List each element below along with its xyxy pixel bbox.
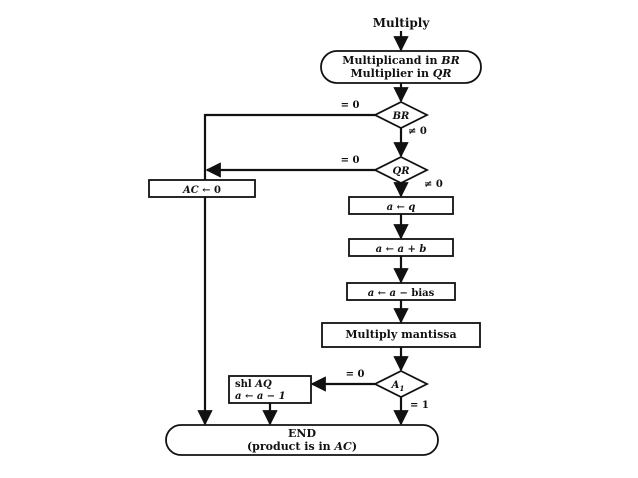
qr-nonzero-label: ≠ 0 xyxy=(424,179,443,190)
br-zero-label: = 0 xyxy=(341,100,360,111)
arrow-br-zero xyxy=(197,113,375,426)
box-ac-clear-text: AC ← 0 xyxy=(182,185,221,196)
box-ac-clear xyxy=(148,179,256,198)
br-decision-label: BR xyxy=(392,111,410,122)
qr-decision-label: QR xyxy=(392,166,409,177)
start-line-2: Multiplier in QR xyxy=(350,67,451,80)
end-line-2: (product is in AC) xyxy=(247,440,357,453)
end-terminal xyxy=(165,424,439,456)
end-line-1: END xyxy=(288,427,316,440)
a1-one-label: = 1 xyxy=(410,400,429,411)
a1-zero-label: = 0 xyxy=(346,369,365,380)
box-a-bias-text: a ← a − bias xyxy=(368,288,435,299)
box-a-plus-b-text: a ← a + b xyxy=(376,244,427,255)
box-shift-line-1: shl AQ xyxy=(235,379,272,390)
start-line-1: Multiplicand in BR xyxy=(342,54,459,67)
diagram-title: Multiply xyxy=(373,16,431,30)
box-a-q-text: a ← q xyxy=(387,202,416,213)
box-shift-line-2: a ← a − 1 xyxy=(235,391,286,402)
box-mantissa-text: Multiply mantissa xyxy=(345,328,456,341)
qr-zero-label: = 0 xyxy=(341,155,360,166)
br-nonzero-label: ≠ 0 xyxy=(408,126,427,137)
a1-decision-label: A1 xyxy=(391,380,405,393)
